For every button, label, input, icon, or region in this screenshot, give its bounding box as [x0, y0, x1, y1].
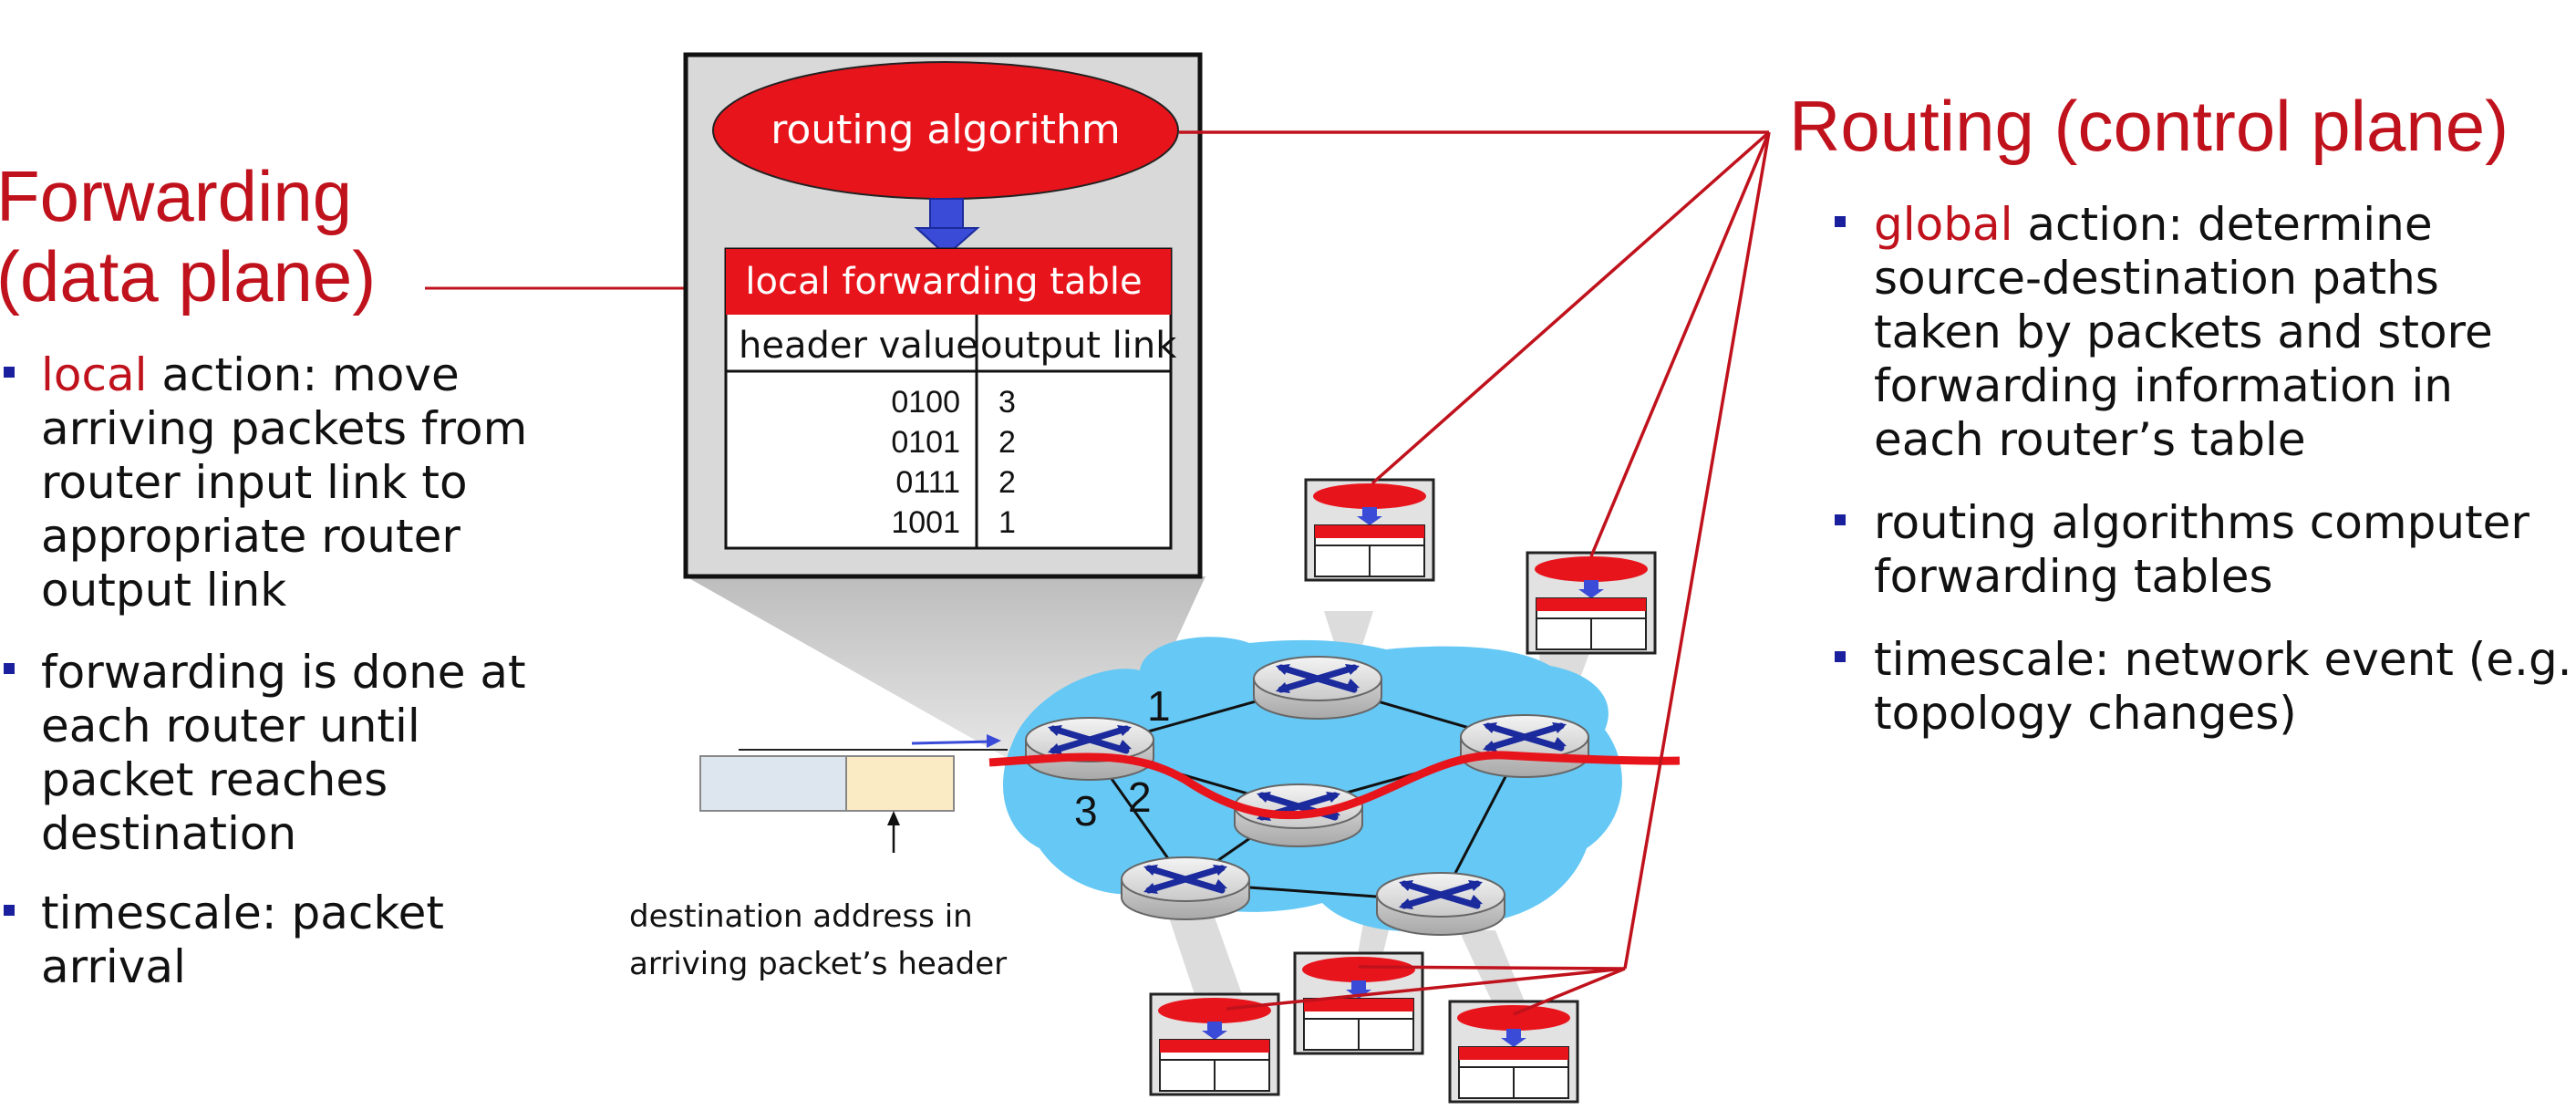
- routing-bullet-2-line-1: routing algorithms computer: [1874, 496, 2529, 549]
- down-arrow-head: [914, 227, 980, 257]
- bullet-marker: [1835, 514, 1846, 525]
- packet-caption-line-2: arriving packet’s header: [629, 946, 1007, 982]
- router-icon: [1377, 873, 1505, 935]
- bullet-marker: [4, 905, 15, 916]
- router-control-box: routing algorithm local forwarding table…: [683, 52, 1203, 579]
- bullet-marker: [4, 367, 15, 378]
- forwarding-bullet-2-line-3: packet reaches: [41, 753, 388, 806]
- routing-bullet-2-line-2: forwarding tables: [1874, 550, 2273, 603]
- routing-bullet-3-line-2: topology changes): [1874, 687, 2297, 740]
- router-icon: [1122, 857, 1249, 919]
- port-label-2: 2: [1128, 773, 1152, 821]
- forwarding-bullet-1-line-2: arriving packets from: [41, 402, 527, 455]
- forwarding-title: Forwarding: [0, 156, 352, 236]
- table-col-header-value: header value: [739, 325, 978, 367]
- forwarding-bullet-1-line-1: local action: move: [41, 348, 460, 401]
- routing-section: Routing (control plane) global action: d…: [1179, 86, 2572, 1016]
- routing-bullet-1-line-5: each router’s table: [1874, 413, 2306, 466]
- down-arrow: [929, 198, 964, 229]
- forwarding-bullet-2-line-1: forwarding is done at: [41, 646, 526, 699]
- router-icon: [1026, 718, 1154, 780]
- arriving-packet: [699, 734, 1008, 853]
- router-table-icon: [1149, 992, 1280, 1096]
- routing-bullet-1-line-3: taken by packets and store: [1874, 306, 2493, 358]
- router-table-icon: [1304, 478, 1435, 582]
- router-table-icon: [1448, 1000, 1579, 1104]
- router-table-icon: [1526, 551, 1657, 655]
- bullet-marker: [1835, 216, 1846, 227]
- table-row-link: 2: [998, 465, 1016, 500]
- table-row-link: 1: [998, 505, 1016, 540]
- routing-bullet-3-line-1: timescale: network event (e.g.: [1874, 633, 2572, 686]
- routing-callout-lines: [1179, 130, 1771, 1016]
- table-col-header-output: output link: [980, 325, 1177, 367]
- table-row-header: 0111: [895, 465, 960, 500]
- routing-bullet-1-line-1: global action: determine: [1874, 198, 2433, 251]
- forwarding-bullet-1-line-4: appropriate router: [41, 510, 460, 563]
- routing-bullet-1-line-2: source-destination paths: [1874, 252, 2439, 305]
- routing-algorithm-label: routing algorithm: [771, 107, 1121, 153]
- port-label-1: 1: [1147, 682, 1171, 730]
- bullet-marker: [4, 663, 15, 674]
- table-row-header: 0101: [891, 425, 960, 460]
- packet-path: [988, 751, 1681, 820]
- table-row-header: 0100: [891, 385, 960, 420]
- table-row-link: 2: [998, 425, 1016, 460]
- table-row-header: 1001: [891, 505, 960, 540]
- table-row-link: 3: [998, 385, 1016, 420]
- forwarding-bullet-1-line-5: output link: [41, 564, 286, 617]
- packet-caption-line-1: destination address in: [629, 898, 973, 935]
- bullet-marker: [1835, 651, 1846, 662]
- forwarding-bullet-3-line-2: arrival: [41, 940, 186, 993]
- routing-title: Routing (control plane): [1789, 86, 2509, 166]
- router-icon: [1254, 657, 1381, 719]
- routing-bullet-1-line-4: forwarding information in: [1874, 359, 2453, 412]
- forwarding-section: Forwarding (data plane) local action: mo…: [0, 156, 729, 993]
- forwarding-bullet-2-line-2: each router until: [41, 700, 420, 752]
- router-icon: [1461, 715, 1588, 777]
- port-label-3: 3: [1074, 787, 1098, 835]
- forwarding-bullet-2-line-4: destination: [41, 807, 296, 860]
- forwarding-bullet-3-line-1: timescale: packet: [41, 887, 444, 939]
- forwarding-bullet-1-line-3: router input link to: [41, 456, 468, 509]
- forwarding-table-title-bar: [726, 249, 1171, 315]
- forwarding-table-title: local forwarding table: [745, 261, 1142, 303]
- forwarding-subtitle: (data plane): [0, 236, 376, 316]
